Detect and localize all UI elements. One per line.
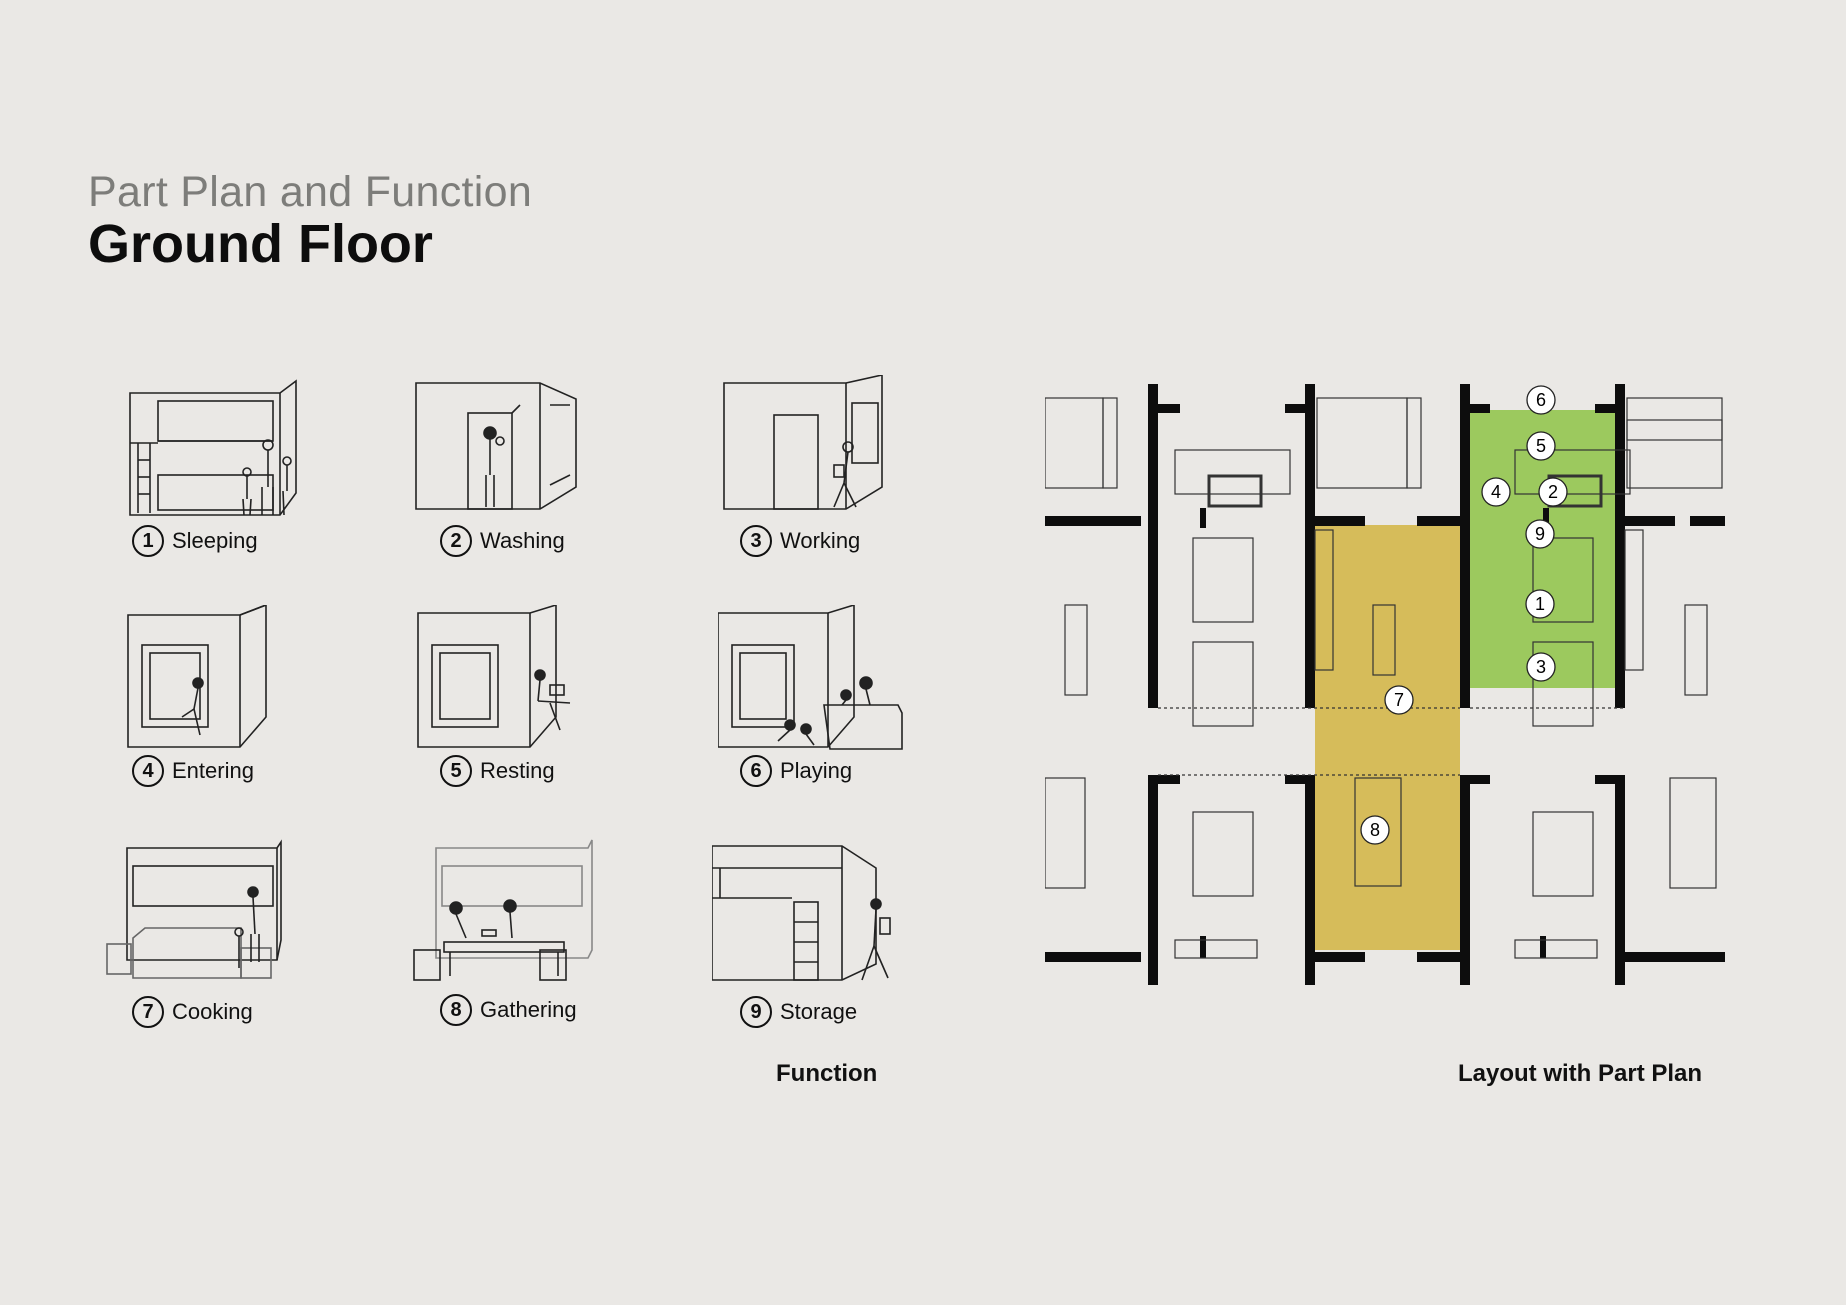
function-number: 1 bbox=[132, 525, 164, 557]
function-label: 2 Washing bbox=[440, 525, 565, 557]
plan-marker-8: 8 bbox=[1360, 815, 1390, 845]
function-cooking: 7 Cooking bbox=[105, 838, 365, 1058]
function-gathering: 8 Gathering bbox=[412, 838, 672, 1058]
function-label: 5 Resting bbox=[440, 755, 555, 787]
function-resting: 5 Resting bbox=[410, 605, 670, 825]
storage-module-icon bbox=[712, 845, 891, 981]
plan-marker-9: 9 bbox=[1525, 519, 1555, 549]
plan-marker-7: 7 bbox=[1384, 685, 1414, 715]
function-name: Sleeping bbox=[172, 528, 258, 553]
plan-marker-number: 4 bbox=[1491, 482, 1501, 502]
function-label: 4 Entering bbox=[132, 755, 254, 787]
furniture bbox=[1045, 397, 1723, 959]
cooking-module-icon bbox=[106, 839, 282, 979]
sleeping-module-icon bbox=[129, 379, 297, 516]
function-name: Working bbox=[780, 528, 861, 553]
layout-caption: Layout with Part Plan bbox=[1458, 1060, 1703, 1087]
plan-markers: 6 5 4 2 9 1 3 7 8 bbox=[1360, 385, 1568, 845]
plan-marker-2: 2 bbox=[1538, 477, 1568, 507]
entering-module-icon bbox=[127, 605, 267, 748]
plan-marker-number: 7 bbox=[1394, 690, 1404, 710]
function-washing: 2 Washing bbox=[410, 375, 670, 595]
function-entering: 4 Entering bbox=[110, 605, 370, 825]
function-name: Storage bbox=[780, 999, 858, 1024]
plan-marker-number: 6 bbox=[1536, 390, 1546, 410]
plan-marker-number: 9 bbox=[1535, 524, 1545, 544]
plan-marker-4: 4 bbox=[1481, 477, 1511, 507]
function-number: 3 bbox=[740, 525, 772, 557]
function-label: 8 Gathering bbox=[440, 994, 577, 1026]
washing-module-icon bbox=[415, 382, 577, 510]
function-sleeping: 1 Sleeping bbox=[110, 375, 370, 595]
function-working: 3 Working bbox=[718, 375, 978, 595]
shared-kitchen-zone bbox=[1315, 525, 1460, 950]
function-number: 7 bbox=[132, 996, 164, 1028]
function-number: 6 bbox=[740, 755, 772, 787]
function-storage: 9 Storage bbox=[712, 838, 972, 1058]
function-name: Resting bbox=[480, 758, 555, 783]
plan-marker-number: 1 bbox=[1535, 594, 1545, 614]
function-number: 9 bbox=[740, 996, 772, 1028]
function-number: 2 bbox=[440, 525, 472, 557]
page-title: Ground Floor bbox=[88, 214, 433, 274]
plan-marker-number: 3 bbox=[1536, 657, 1546, 677]
working-module-icon bbox=[723, 375, 883, 510]
plan-marker-1: 1 bbox=[1525, 589, 1555, 619]
function-name: Entering bbox=[172, 758, 254, 783]
function-caption: Function bbox=[776, 1060, 878, 1087]
function-name: Washing bbox=[480, 528, 565, 553]
plan-marker-6: 6 bbox=[1526, 385, 1556, 415]
plan-marker-5: 5 bbox=[1526, 431, 1556, 461]
function-name: Cooking bbox=[172, 999, 253, 1024]
plan-marker-3: 3 bbox=[1526, 652, 1556, 682]
page-subtitle: Part Plan and Function bbox=[88, 168, 533, 216]
function-name: Gathering bbox=[480, 997, 577, 1022]
function-number: 5 bbox=[440, 755, 472, 787]
gathering-module-icon bbox=[413, 839, 593, 981]
plan-marker-number: 2 bbox=[1548, 482, 1558, 502]
playing-module-icon bbox=[718, 605, 903, 750]
function-label: 3 Working bbox=[740, 525, 860, 557]
walls bbox=[1045, 384, 1725, 985]
function-label: 7 Cooking bbox=[132, 996, 253, 1028]
plan-marker-number: 8 bbox=[1370, 820, 1380, 840]
function-name: Playing bbox=[780, 758, 853, 783]
function-number: 4 bbox=[132, 755, 164, 787]
function-label: 1 Sleeping bbox=[132, 525, 258, 557]
floor-plan: 6 5 4 2 9 1 3 7 8 bbox=[1045, 384, 1725, 985]
function-number: 8 bbox=[440, 994, 472, 1026]
function-label: 9 Storage bbox=[740, 996, 857, 1028]
function-label: 6 Playing bbox=[740, 755, 852, 787]
resting-module-icon bbox=[417, 605, 571, 748]
plan-marker-number: 5 bbox=[1536, 436, 1546, 456]
function-playing: 6 Playing bbox=[718, 605, 978, 825]
